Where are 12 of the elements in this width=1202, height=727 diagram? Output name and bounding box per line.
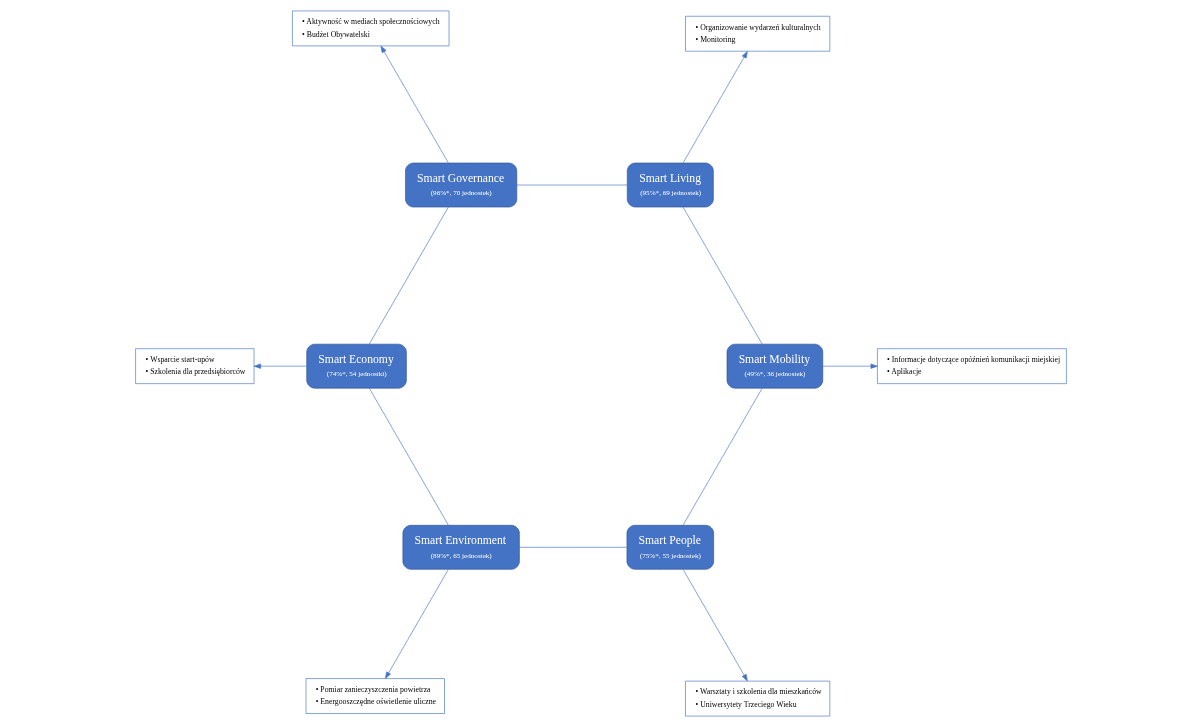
arrow bbox=[380, 45, 449, 164]
connector bbox=[369, 388, 449, 526]
connector bbox=[519, 546, 628, 548]
connector bbox=[682, 206, 763, 345]
arrow bbox=[822, 363, 878, 369]
arrow bbox=[253, 363, 308, 369]
arrow bbox=[682, 51, 748, 164]
connector bbox=[682, 387, 763, 526]
connector bbox=[516, 184, 628, 186]
arrow bbox=[385, 569, 449, 679]
connector bbox=[368, 206, 449, 345]
arrow bbox=[682, 569, 748, 682]
